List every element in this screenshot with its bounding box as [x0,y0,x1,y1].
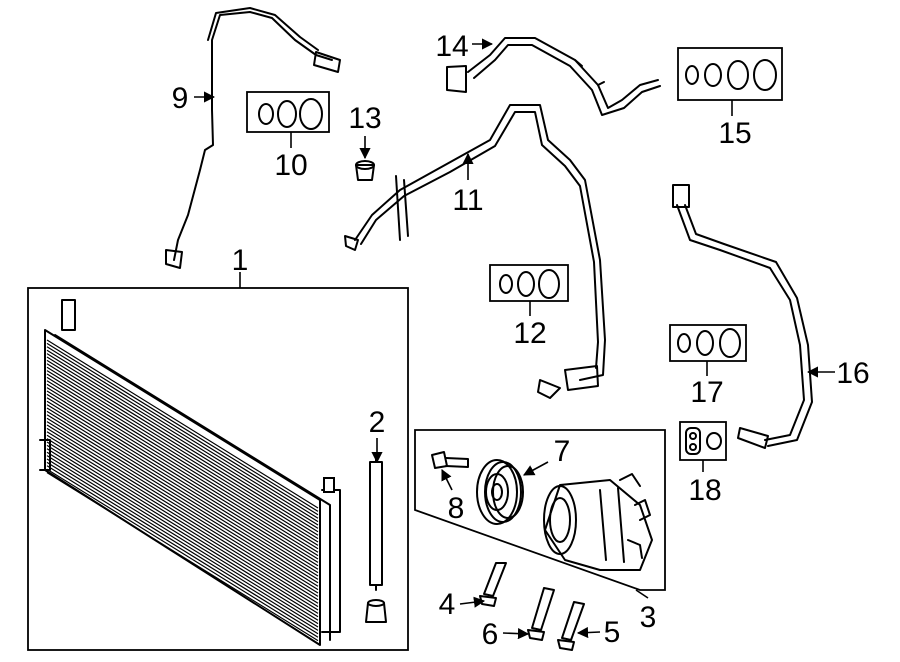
callout-3: 3 [640,601,657,634]
ac-line-14 [446,37,661,116]
seal-kit-12 [489,264,569,302]
callout-16: 16 [836,357,869,390]
seal-kit-15 [677,47,783,101]
callout-18: 18 [688,474,721,507]
callout-leaders [194,38,835,640]
receiver-drier [365,454,387,623]
compressor-group [414,429,666,591]
gasket-18 [679,421,727,461]
callout-6: 6 [482,618,499,651]
callout-11: 11 [452,184,483,217]
ac-line-9 [165,7,341,269]
clutch-pulley-7 [476,459,524,525]
ac-line-16 [672,184,813,449]
callout-labels: 1 2 3 4 5 6 7 8 9 10 11 12 13 14 15 16 1… [172,30,870,651]
bolt-5 [557,601,585,651]
callout-1: 1 [232,244,249,277]
condenser-core [39,299,341,646]
callout-9: 9 [172,82,189,115]
callout-4: 4 [439,588,456,621]
callout-17: 17 [690,376,723,409]
condenser-group [27,287,409,651]
condenser-frame [27,287,409,651]
callout-12: 12 [513,317,546,350]
bolt-4 [479,562,507,607]
callout-10: 10 [274,149,307,182]
callout-5: 5 [604,616,621,649]
bolt-6 [527,587,555,641]
callout-2: 2 [369,406,386,439]
compressor-body [543,473,653,571]
seal-kit-10 [246,91,330,133]
callout-8: 8 [448,492,465,525]
valve-cap-13 [355,160,375,181]
callout-13: 13 [348,102,381,135]
callout-15: 15 [718,117,751,150]
callout-14: 14 [435,30,468,63]
bolt-8 [431,451,469,469]
ac-line-11 [344,104,606,399]
seal-kit-17 [669,324,747,362]
callout-7: 7 [554,435,571,468]
